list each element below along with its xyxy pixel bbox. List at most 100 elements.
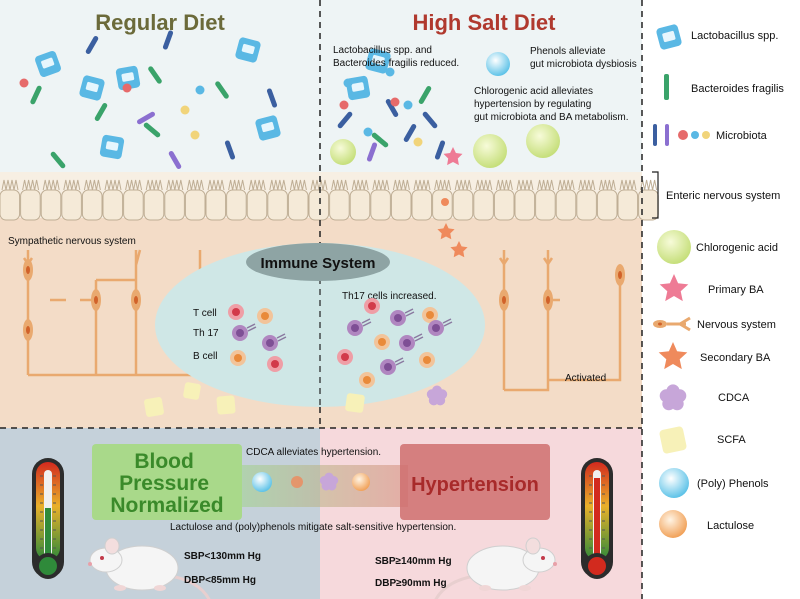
bp-normalized-text: Blood Pressure Normalized	[110, 450, 223, 517]
lactobacillus-reduced-note: Lactobacillus spp. and Bacteroides fragi…	[333, 45, 459, 69]
lactobacillus-cube-icon	[255, 115, 281, 141]
immune-cells	[228, 298, 453, 388]
legend-lactobacillus: Lactobacillus spp.	[691, 30, 778, 42]
bacteroides-rod-icon	[30, 85, 42, 105]
high-sbp-value: SBP≥140mm Hg	[375, 556, 452, 567]
high-salt-diet-title: High Salt Diet	[412, 10, 556, 35]
nervous-system-icon	[653, 316, 691, 332]
legend-primary-ba: Primary BA	[708, 284, 764, 296]
secondary-ba-star-icon	[450, 241, 468, 258]
polyphenol-icon	[486, 52, 510, 76]
microbiota-icon	[390, 97, 400, 107]
chlorogenic-acid-icon	[330, 139, 356, 165]
primary-ba-star-icon	[659, 274, 689, 302]
immune-system-title: Immune System	[260, 255, 375, 272]
bacteroides-rod-icon	[434, 140, 446, 160]
bacteroides-rod-icon	[215, 81, 229, 99]
microbiota-icon	[413, 137, 423, 147]
cdca-note: CDCA alleviates hypertension.	[246, 447, 381, 458]
microbiota-icon	[190, 130, 200, 140]
thermometer-icon	[581, 458, 613, 579]
polyphenol-icon	[252, 472, 272, 492]
polyphenol-icon	[659, 468, 689, 498]
lactobacillus-cube-icon	[115, 65, 141, 91]
legend-nervous: Nervous system	[697, 319, 776, 331]
activated-label: Activated	[565, 373, 606, 384]
bacteroides-rod-icon	[371, 132, 389, 148]
bacteroides-rod-icon	[418, 86, 432, 104]
microbiota-icon	[19, 78, 29, 88]
b-cell-label: B cell	[193, 351, 217, 362]
secondary-ba-icon	[291, 476, 303, 488]
lactulose-icon	[659, 510, 687, 538]
enteric-bracket	[652, 171, 659, 219]
bacteroides-rod-icon	[50, 151, 66, 169]
legend-secondary-ba: Secondary BA	[700, 352, 771, 364]
microbiota-icon	[385, 67, 395, 77]
scfa-icon	[659, 426, 687, 454]
bacteroides-rod-icon	[403, 124, 417, 142]
lactobacillus-cube-icon	[35, 51, 61, 77]
secondary-ba-star-icon	[437, 223, 455, 240]
high-dbp-value: DBP≥90mm Hg	[375, 578, 447, 589]
legend-scfa: SCFA	[717, 434, 746, 446]
primary-ba-star-icon	[443, 147, 463, 166]
lactobacillus-cube-icon	[235, 37, 261, 63]
microbiota-icon	[339, 100, 349, 110]
thermometer-icon	[32, 458, 64, 579]
normal-sbp-value: SBP<130mm Hg	[184, 551, 261, 562]
bacteroides-rod-icon	[168, 151, 182, 169]
legend-bacteroides: Bacteroides fragilis	[691, 83, 784, 95]
normal-dbp-value: DBP<85mm Hg	[184, 575, 256, 586]
bacteroides-rod-icon	[162, 30, 174, 50]
th17-label: Th 17	[193, 328, 219, 339]
phenols-note: Phenols alleviate gut microbiota dysbios…	[530, 46, 637, 70]
cdca-icon	[659, 384, 687, 411]
immune-system-label-bg	[246, 243, 390, 281]
lactulose-note: Lactulose and (poly)phenols mitigate sal…	[170, 522, 456, 533]
bacteroides-rod-icon	[337, 111, 353, 129]
bacteroides-rod-icon	[148, 66, 162, 84]
legend-chlorogenic: Chlorogenic acid	[696, 242, 778, 254]
lactobacillus-cube-icon	[79, 75, 105, 101]
rat-icon	[88, 537, 211, 599]
rat-icon	[434, 537, 557, 599]
microbiota-icon	[180, 105, 190, 115]
bacteroides-rod-icon	[664, 74, 669, 100]
bacteroides-rod-icon	[137, 111, 155, 125]
bacteroides-rod-icon	[85, 36, 99, 54]
gut-microbes	[19, 30, 446, 169]
t-cell-label: T cell	[193, 308, 217, 319]
secondary-ba-star-icon	[658, 342, 688, 370]
microbiota-icon	[122, 83, 132, 93]
chlorogenic-acid-icon	[473, 134, 507, 168]
chlorogenic-acid-icon	[657, 230, 691, 264]
hypertension-box	[400, 444, 550, 520]
legend-cdca: CDCA	[718, 392, 750, 404]
chlorogenic-acid-icon	[526, 124, 560, 158]
cdca-icon	[426, 385, 448, 406]
legend-microbiota: Microbiota	[716, 130, 768, 142]
scfa-icons	[144, 382, 365, 417]
lactobacillus-cube-icon	[99, 134, 125, 160]
microbiota-icon	[403, 100, 413, 110]
cdca-icon	[319, 472, 339, 491]
bacteroides-rod-icon	[143, 122, 161, 138]
bacteroides-rod-icon	[366, 142, 378, 162]
sympathetic-label: Sympathetic nervous system	[8, 236, 136, 247]
bacteroides-rod-icon	[385, 99, 399, 117]
legend-lactulose: Lactulose	[707, 520, 754, 532]
regular-diet-title: Regular Diet	[95, 10, 225, 35]
lactulose-icon	[352, 473, 370, 491]
bacteroides-rod-icon	[224, 140, 236, 160]
microbiota-icon	[653, 124, 657, 146]
secondary-ba-icon	[441, 198, 449, 206]
neuron-cells	[23, 259, 625, 341]
hypertension-text: Hypertension	[411, 474, 539, 496]
bacteroides-rod-icon	[94, 103, 108, 121]
legend: Lactobacillus spp. Bacteroides fragilis …	[652, 24, 784, 538]
th17-increased-note: Th17 cells increased.	[342, 291, 437, 302]
microbiota-icon	[195, 85, 205, 95]
